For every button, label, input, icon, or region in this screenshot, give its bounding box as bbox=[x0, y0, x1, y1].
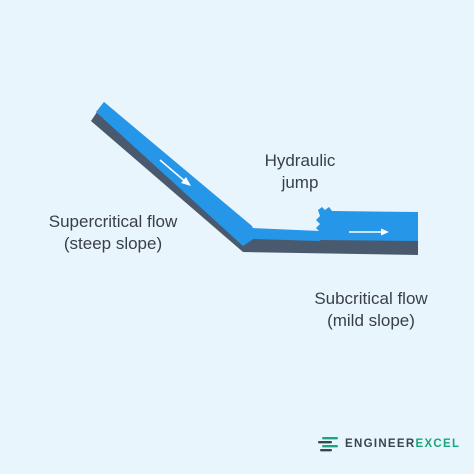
logo-text-excel: EXCEL bbox=[415, 438, 461, 450]
speed-lines-icon bbox=[318, 437, 338, 452]
subcritical-flow-label: Subcritical flow (mild slope) bbox=[296, 288, 446, 332]
supercritical-flow-label: Supercritical flow (steep slope) bbox=[28, 211, 198, 255]
logo-wordmark: ENGINEEREXCEL bbox=[345, 438, 460, 450]
logo-text-engineer: ENGINEER bbox=[345, 438, 416, 450]
hydraulic-jump-label: Hydraulic jump bbox=[240, 150, 360, 194]
flow-arrow-supercritical bbox=[159, 159, 191, 186]
supercritical-flow-label-line1: Supercritical flow bbox=[48, 212, 178, 231]
pre-jump-water bbox=[252, 228, 320, 241]
engineerexcel-logo: ENGINEEREXCEL bbox=[318, 434, 460, 454]
subcritical-flow-label-line2: (mild slope) bbox=[327, 311, 415, 330]
subcritical-flow-label-line1: Subcritical flow bbox=[314, 289, 428, 308]
hydraulic-jump-label-line1: Hydraulic bbox=[264, 151, 336, 170]
flow-arrow-subcritical bbox=[349, 228, 389, 236]
supercritical-flow-label-line2: (steep slope) bbox=[63, 234, 163, 253]
hydraulic-jump-label-line2: jump bbox=[281, 173, 319, 192]
subcritical-water bbox=[316, 207, 418, 241]
